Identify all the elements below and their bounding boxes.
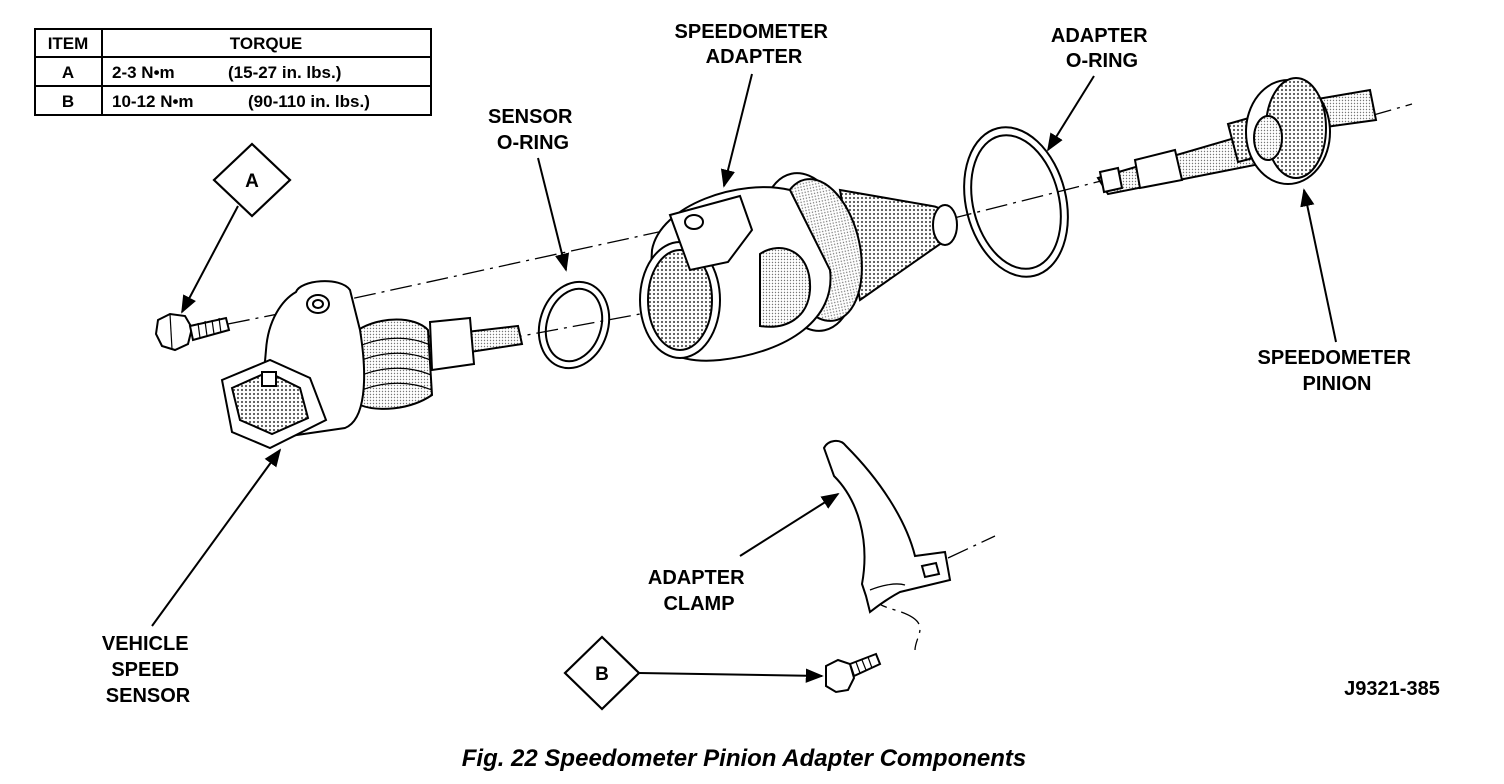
table-row-a-value: 2-3 N•m — [112, 63, 175, 82]
reference-code: J9321-385 — [1344, 678, 1440, 700]
speedometer-pinion — [1096, 77, 1378, 196]
torque-table — [34, 28, 432, 116]
marker-b-leader — [638, 668, 824, 683]
svg-text:A: A — [245, 171, 259, 192]
speedometer-adapter-leader — [720, 73, 753, 188]
adapter-o-ring — [963, 126, 1069, 278]
adapter-clamp-label: ADAPTER CLAMP — [648, 567, 750, 615]
vehicle-speed-sensor — [220, 280, 524, 450]
speedometer-adapter-label: SPEEDOMETER ADAPTER — [675, 21, 834, 68]
vehicle-speed-sensor-label: VEHICLE SPEED SENSOR — [102, 633, 194, 707]
adapter-clamp-leader — [739, 493, 840, 557]
speedometer-adapter — [639, 172, 958, 362]
bolt-b — [825, 652, 882, 694]
sensor-o-ring-label: SENSOR O-RING — [488, 106, 578, 154]
torque-marker-b: B — [563, 635, 641, 711]
table-header-torque: TORQUE — [230, 34, 302, 53]
marker-a-leader — [181, 205, 239, 314]
table-header-item: ITEM — [48, 34, 89, 53]
torque-marker-a: A — [212, 142, 292, 218]
figure-caption: Fig. 22 Speedometer Pinion Adapter Compo… — [462, 745, 1027, 772]
table-row-b-value: 10-12 N•m — [112, 92, 194, 111]
speedometer-pinion-leader — [1300, 188, 1337, 343]
table-row-a-item: A — [62, 63, 74, 82]
sensor-o-ring — [537, 280, 611, 370]
sensor-o-ring-leader — [537, 157, 570, 272]
adapter-o-ring-leader — [1047, 75, 1095, 152]
svg-text:B: B — [595, 664, 609, 685]
vehicle-speed-sensor-leader — [151, 448, 282, 627]
adapter-o-ring-label: ADAPTER O-RING — [1051, 25, 1153, 72]
table-row-b-item: B — [62, 92, 74, 111]
bolt-a — [154, 312, 231, 352]
adapter-clamp — [822, 440, 952, 614]
speedometer-pinion-label: SPEEDOMETER PINION — [1258, 347, 1417, 395]
table-row-a-imperial: (15-27 in. lbs.) — [228, 63, 341, 82]
table-row-b-imperial: (90-110 in. lbs.) — [248, 92, 370, 111]
